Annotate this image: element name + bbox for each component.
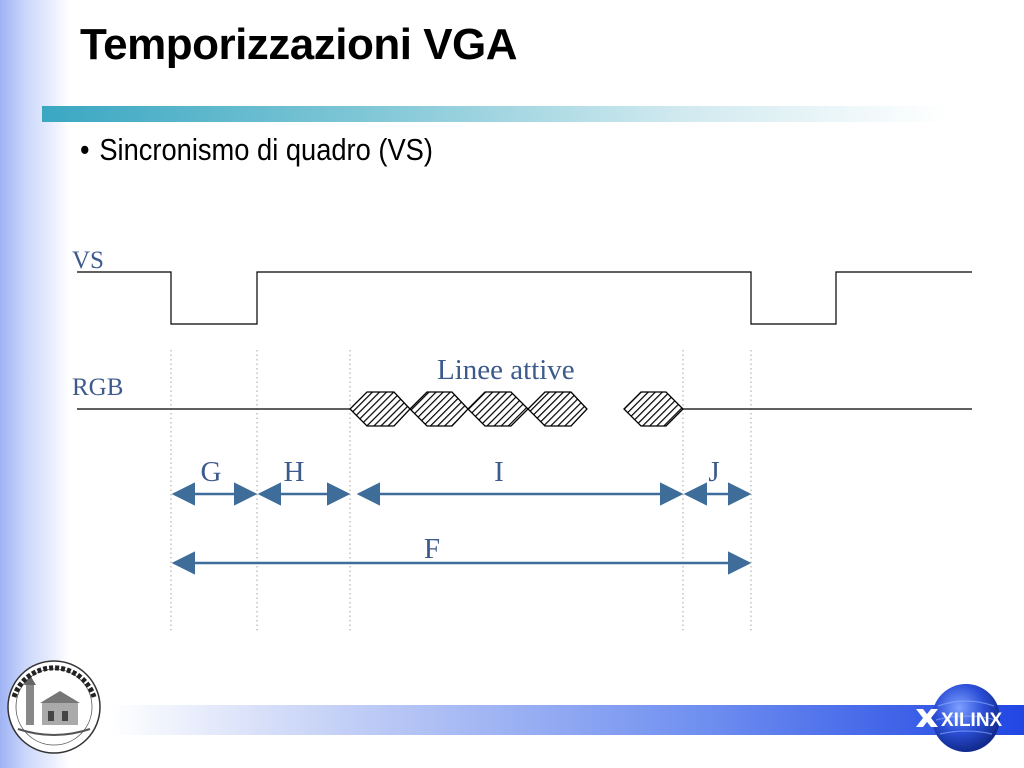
- interval-label-h: H: [284, 456, 305, 488]
- interval-arrows: [171, 482, 752, 575]
- vs-timing-diagram: VS RGB Linee attive G H I J F: [72, 247, 972, 632]
- rgb-data-cell: [527, 391, 588, 427]
- bullet-dot: •: [80, 132, 90, 167]
- rgb-active-data: [349, 391, 684, 427]
- left-gradient-bar: [0, 0, 70, 768]
- rgb-data-cell: [623, 391, 684, 427]
- bullet-text: Sincronismo di quadro (VS): [99, 132, 433, 167]
- xilinx-logo: XILINX: [916, 684, 1003, 752]
- svg-text:XILINX: XILINX: [941, 710, 1003, 731]
- interval-label-f: F: [424, 533, 440, 565]
- interval-label-j: J: [708, 456, 719, 488]
- vs-waveform: [77, 271, 972, 325]
- rgb-data-cell: [467, 391, 529, 427]
- footer-gradient-band: [110, 705, 1024, 735]
- vs-signal-label: VS: [72, 247, 104, 274]
- title-underline-bar: [42, 106, 947, 122]
- active-lines-label: Linee attive: [437, 354, 575, 386]
- bullet-item: • Sincronismo di quadro (VS): [80, 132, 433, 168]
- interval-label-g: G: [201, 456, 222, 488]
- university-seal-logo: [7, 660, 101, 754]
- slide-title: Temporizzazioni VGA: [80, 20, 518, 69]
- xilinx-mark-icon: [916, 709, 938, 727]
- rgb-signal-label: RGB: [72, 374, 123, 401]
- rgb-data-cell: [409, 391, 469, 427]
- interval-label-i: I: [494, 456, 504, 488]
- rgb-data-cell: [349, 391, 411, 427]
